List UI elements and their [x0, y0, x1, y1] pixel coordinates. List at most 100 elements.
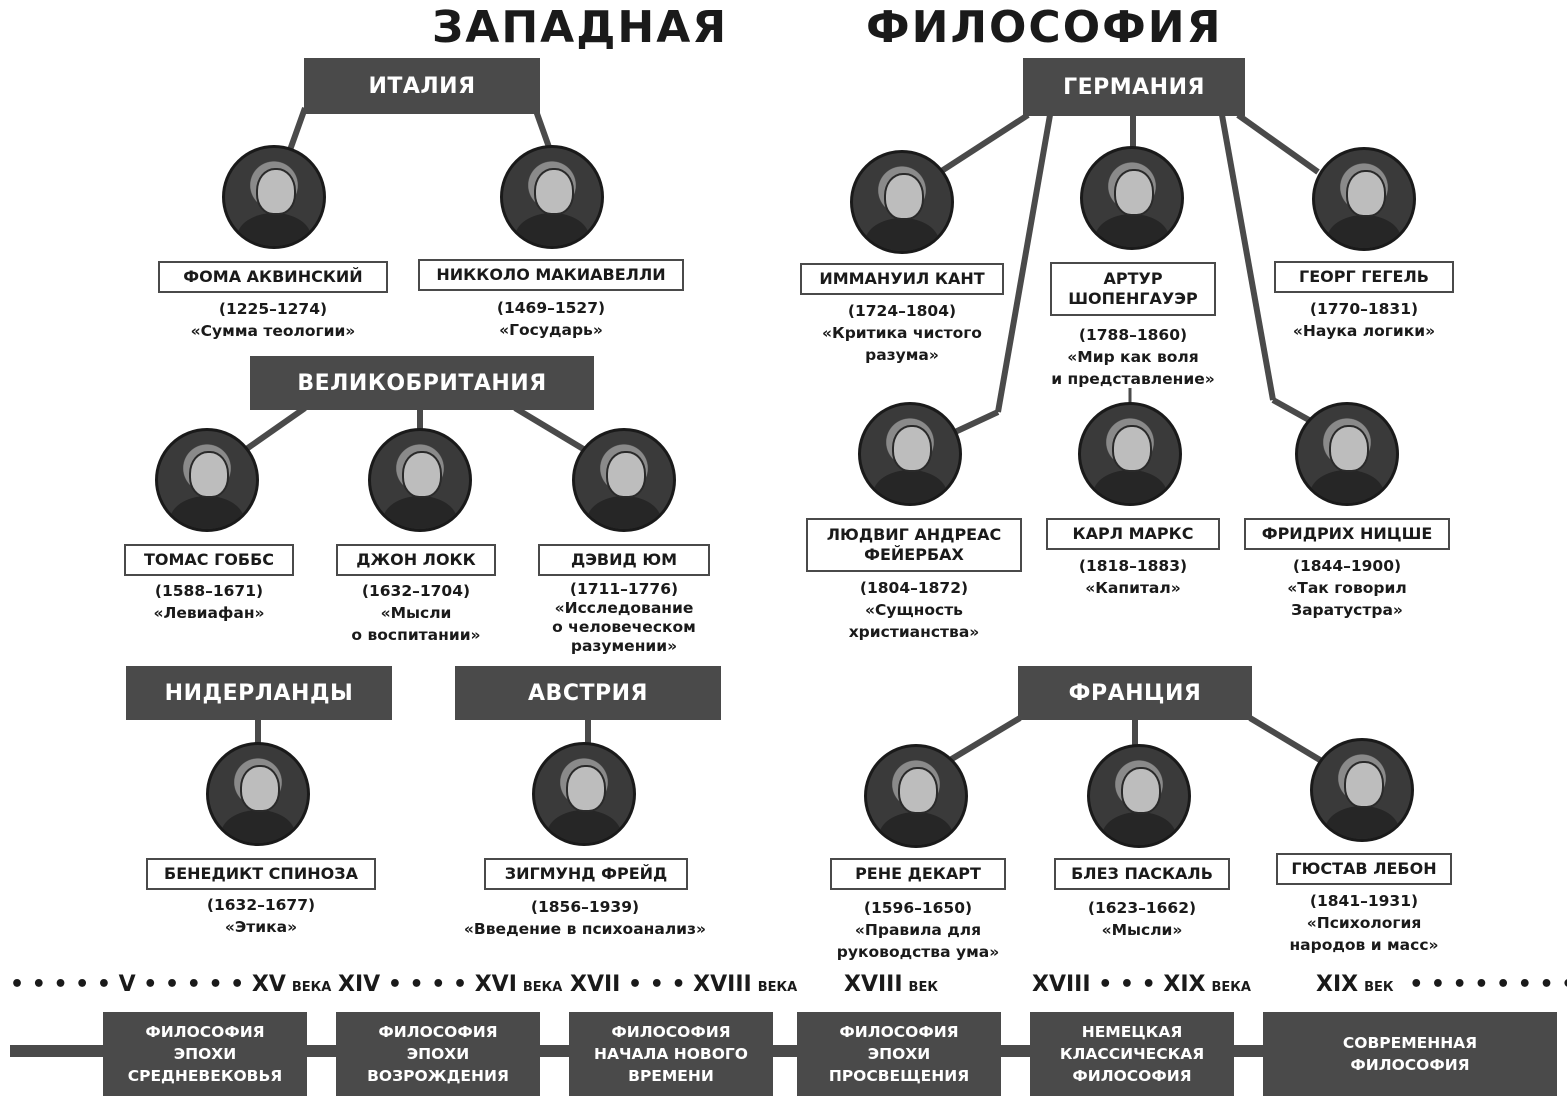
portrait-hume: [572, 428, 676, 532]
portrait-spinoza: [206, 742, 310, 846]
name-nietzsche: ФРИДРИХ НИЦШЕ: [1244, 518, 1450, 550]
work-nietzsche-1: «Так говорил: [1287, 579, 1407, 597]
work-spinoza: «Этика»: [224, 918, 298, 936]
portrait-lebon: [1310, 738, 1414, 842]
years-feuerbach: (1804–1872): [859, 579, 969, 597]
years-spinoza: (1632–1677): [206, 896, 316, 914]
info-feuerbach: (1804–1872) «Сущность христианства»: [800, 577, 1028, 643]
work-descartes-2: руководства ума»: [836, 943, 1000, 961]
name-descartes: РЕНЕ ДЕКАРТ: [830, 858, 1006, 890]
name-feuerbach-1: ЛЮДВИГ АНДРЕАС: [826, 525, 1002, 544]
info-machiavelli: (1469–1527) «Государь»: [418, 297, 684, 341]
info-lebon: (1841–1931) «Психология народов и масс»: [1256, 890, 1472, 956]
info-hegel: (1770–1831) «Наука логики»: [1264, 298, 1464, 342]
name-pascal: БЛЕЗ ПАСКАЛЬ: [1054, 858, 1230, 890]
portrait-locke: [368, 428, 472, 532]
work-kant-2: разума»: [865, 346, 939, 364]
title-right: ФИЛОСОФИЯ: [866, 2, 1223, 53]
portrait-schopenhauer: [1080, 146, 1184, 250]
info-spinoza: (1632–1677) «Этика»: [146, 894, 376, 938]
portrait-kant: [850, 150, 954, 254]
years-nietzsche: (1844–1900): [1292, 557, 1402, 575]
portrait-aquinas: [222, 145, 326, 249]
name-spinoza: БЕНЕДИКТ СПИНОЗА: [146, 858, 376, 890]
name-schopenhauer-1: АРТУР: [1103, 269, 1163, 288]
years-schopenhauer: (1788–1860): [1078, 326, 1188, 344]
name-feuerbach-2: ФЕЙЕРБАХ: [864, 545, 964, 564]
years-kant: (1724–1804): [847, 302, 957, 320]
work-pascal: «Мысли»: [1101, 921, 1183, 939]
country-france: ФРАНЦИЯ: [1018, 666, 1252, 720]
country-netherlands: НИДЕРЛАНДЫ: [126, 666, 392, 720]
title-left: ЗАПАДНАЯ: [432, 2, 729, 53]
work-marx: «Капитал»: [1085, 579, 1181, 597]
name-hume: ДЭВИД ЮМ: [538, 544, 710, 576]
years-aquinas: (1225–1274): [218, 300, 328, 318]
name-schopenhauer-2: ШОПЕНГАУЭР: [1068, 289, 1198, 308]
work-hegel: «Наука логики»: [1292, 322, 1436, 340]
country-italy: ИТАЛИЯ: [304, 58, 540, 114]
years-hobbes: (1588–1671): [154, 582, 264, 600]
name-kant: ИММАНУИЛ КАНТ: [800, 263, 1004, 295]
info-hobbes: (1588–1671) «Левиафан»: [110, 580, 308, 624]
years-lebon: (1841–1931): [1309, 892, 1419, 910]
info-hume: (1711–1776) «Исследование о человеческом…: [520, 580, 728, 656]
years-descartes: (1596–1650): [863, 899, 973, 917]
name-feuerbach: ЛЮДВИГ АНДРЕАС ФЕЙЕРБАХ: [806, 518, 1022, 572]
info-pascal: (1623–1662) «Мысли»: [1044, 897, 1240, 941]
name-hegel: ГЕОРГ ГЕГЕЛЬ: [1274, 261, 1454, 293]
name-schopenhauer: АРТУР ШОПЕНГАУЭР: [1050, 262, 1216, 316]
work-kant-1: «Критика чистого: [822, 324, 982, 342]
portrait-feuerbach: [858, 402, 962, 506]
info-nietzsche: (1844–1900) «Так говорил Заратустра»: [1246, 555, 1448, 621]
info-descartes: (1596–1650) «Правила для руководства ума…: [810, 897, 1026, 963]
info-aquinas: (1225–1274) «Сумма теологии»: [150, 298, 396, 342]
work-hume-1: «Исследование: [554, 599, 694, 617]
portrait-nietzsche: [1295, 402, 1399, 506]
work-locke-1: «Мысли: [380, 604, 452, 622]
info-freud: (1856–1939) «Введение в психоанализ»: [440, 896, 730, 940]
years-hegel: (1770–1831): [1309, 300, 1419, 318]
work-machiavelli: «Государь»: [499, 321, 603, 339]
work-nietzsche-2: Заратустра»: [1291, 601, 1403, 619]
years-machiavelli: (1469–1527): [496, 299, 606, 317]
portrait-hobbes: [155, 428, 259, 532]
years-hume: (1711–1776): [569, 580, 679, 598]
info-schopenhauer: (1788–1860) «Мир как воля и представлени…: [1030, 324, 1236, 390]
name-marx: КАРЛ МАРКС: [1046, 518, 1220, 550]
work-feuerbach-2: христианства»: [848, 623, 980, 641]
info-marx: (1818–1883) «Капитал»: [1036, 555, 1230, 599]
years-freud: (1856–1939): [530, 898, 640, 916]
work-aquinas: «Сумма теологии»: [190, 322, 356, 340]
work-hume-3: разумении»: [570, 637, 678, 655]
work-feuerbach-1: «Сущность: [865, 601, 963, 619]
info-kant: (1724–1804) «Критика чистого разума»: [790, 300, 1014, 366]
name-lebon: ГЮСТАВ ЛЕБОН: [1276, 853, 1452, 885]
name-hobbes: ТОМАС ГОББС: [124, 544, 294, 576]
portrait-hegel: [1312, 147, 1416, 251]
portrait-machiavelli: [500, 145, 604, 249]
work-freud: «Введение в психоанализ»: [463, 920, 707, 938]
portrait-pascal: [1087, 744, 1191, 848]
work-lebon-2: народов и масс»: [1289, 936, 1439, 954]
years-marx: (1818–1883): [1078, 557, 1188, 575]
country-austria: АВСТРИЯ: [455, 666, 721, 720]
work-descartes-1: «Правила для: [854, 921, 982, 939]
name-machiavelli: НИККОЛО МАКИАВЕЛЛИ: [418, 259, 684, 291]
name-freud: ЗИГМУНД ФРЕЙД: [484, 858, 688, 890]
name-aquinas: ФОМА АКВИНСКИЙ: [158, 261, 388, 293]
years-locke: (1632–1704): [361, 582, 471, 600]
work-schopenhauer-1: «Мир как воля: [1067, 348, 1199, 366]
work-lebon-1: «Психология: [1306, 914, 1422, 932]
